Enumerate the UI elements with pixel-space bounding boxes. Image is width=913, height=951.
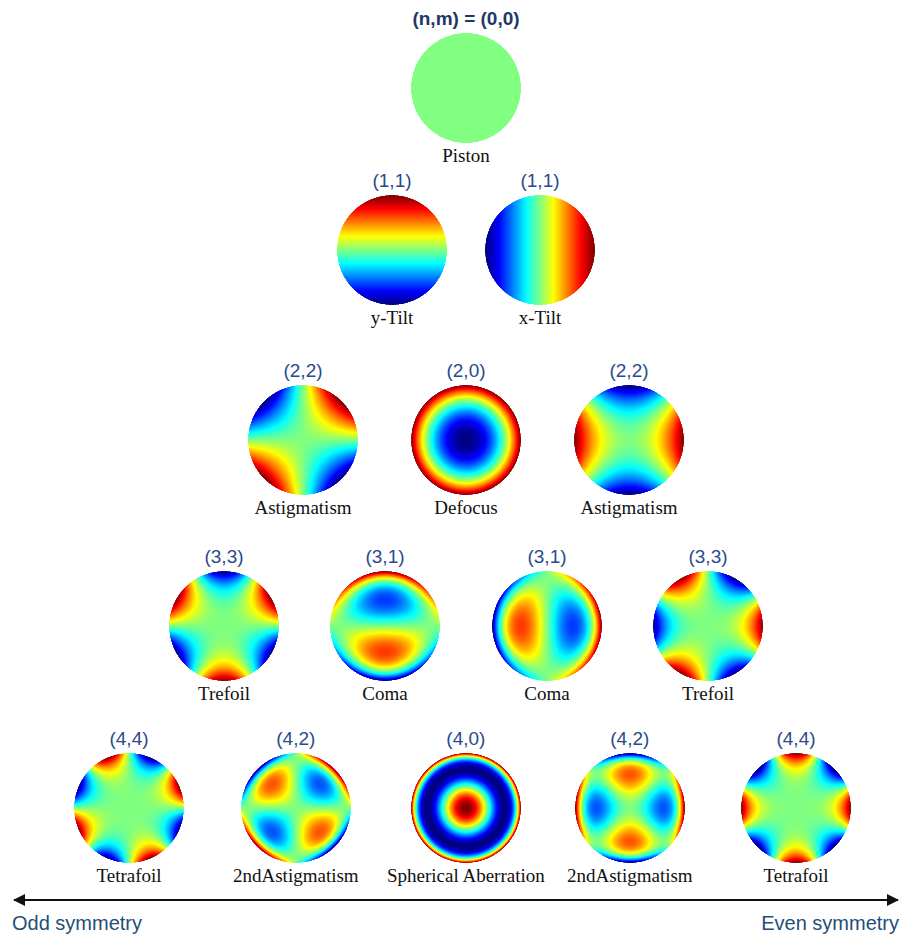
mode-name: Tetrafoil: [96, 865, 161, 887]
wavefront-map: [337, 195, 447, 305]
mode-index: (2,2): [283, 360, 322, 382]
wavefront-map: [330, 571, 440, 681]
zernike-mode: (4,2) 2ndAstigmatism: [567, 728, 693, 887]
wavefront-map: [169, 571, 279, 681]
mode-index: (1,1): [372, 170, 411, 192]
wavefront-map: [411, 385, 521, 495]
zernike-mode: (2,0) Defocus: [411, 360, 521, 519]
wavefront-map: [74, 753, 184, 863]
mode-name: Defocus: [434, 497, 497, 519]
mode-name: Astigmatism: [254, 497, 351, 519]
mode-name: 2ndAstigmatism: [567, 865, 693, 887]
zernike-mode: (3,1) Coma: [492, 546, 602, 705]
mode-index: (4,4): [776, 728, 815, 750]
wavefront-map: [241, 753, 351, 863]
mode-name: Piston: [442, 145, 490, 167]
mode-index: (2,0): [446, 360, 485, 382]
wavefront-map: [248, 385, 358, 495]
mode-index: (1,1): [520, 170, 559, 192]
mode-index: (3,1): [527, 546, 566, 568]
mode-name: Tetrafoil: [763, 865, 828, 887]
mode-index: (2,2): [609, 360, 648, 382]
zernike-mode: (3,1) Coma: [330, 546, 440, 705]
mode-name: Spherical Aberration: [387, 865, 545, 887]
mode-index: (3,3): [688, 546, 727, 568]
mode-name: 2ndAstigmatism: [233, 865, 359, 887]
mode-index: (4,2): [276, 728, 315, 750]
zernike-mode: (4,2) 2ndAstigmatism: [233, 728, 359, 887]
mode-index: (4,0): [446, 728, 485, 750]
mode-index: (4,2): [610, 728, 649, 750]
zernike-mode: (3,3) Trefoil: [653, 546, 763, 705]
wavefront-map: [653, 571, 763, 681]
mode-name: Astigmatism: [580, 497, 677, 519]
mode-name: Coma: [362, 683, 407, 705]
symmetry-label: Odd symmetry: [12, 912, 142, 935]
mode-index: (3,3): [204, 546, 243, 568]
zernike-mode: (4,4) Tetrafoil: [741, 728, 851, 887]
wavefront-map: [411, 33, 521, 143]
wavefront-map: [485, 195, 595, 305]
double-arrow: [14, 899, 898, 901]
zernike-mode: (4,0) Spherical Aberration: [387, 728, 545, 887]
symmetry-label: Even symmetry: [761, 912, 899, 935]
mode-name: y-Tilt: [371, 307, 414, 329]
zernike-mode: (4,4) Tetrafoil: [74, 728, 184, 887]
zernike-mode: (1,1) x-Tilt: [485, 170, 595, 329]
wavefront-map: [741, 753, 851, 863]
wavefront-map: [575, 753, 685, 863]
zernike-mode: (1,1) y-Tilt: [337, 170, 447, 329]
mode-name: Trefoil: [682, 683, 734, 705]
wavefront-map: [574, 385, 684, 495]
zernike-mode: (2,2) Astigmatism: [248, 360, 358, 519]
mode-name: Trefoil: [198, 683, 250, 705]
mode-index: (3,1): [365, 546, 404, 568]
mode-name: Coma: [524, 683, 569, 705]
zernike-mode: (3,3) Trefoil: [169, 546, 279, 705]
mode-index: (4,4): [109, 728, 148, 750]
zernike-mode: (2,2) Astigmatism: [574, 360, 684, 519]
zernike-mode: (n,m) = (0,0) Piston: [411, 8, 521, 167]
mode-name: x-Tilt: [519, 307, 562, 329]
wavefront-map: [492, 571, 602, 681]
mode-index: (n,m) = (0,0): [412, 8, 519, 30]
wavefront-map: [411, 753, 521, 863]
